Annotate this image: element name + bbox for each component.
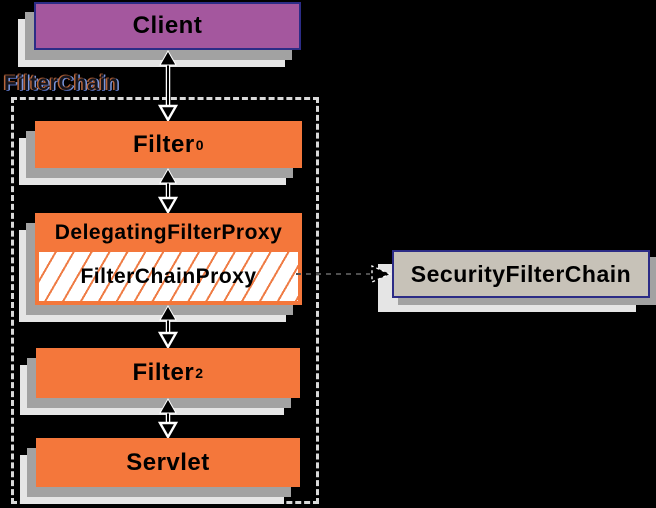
client-label: Client: [132, 12, 203, 39]
filter-chain-proxy-label: FilterChainProxy: [80, 264, 257, 288]
filterchain-label: FilterChain: [4, 72, 120, 95]
filter0-label: Filter: [133, 130, 195, 158]
security-filter-chain-label: SecurityFilterChain: [410, 260, 632, 287]
security-filter-chain-dashed-arrow-icon: [296, 264, 392, 284]
servlet-box: Servlet: [36, 438, 300, 487]
client-box: Client: [34, 2, 301, 50]
filter0-dfp-bidirectional-arrow-icon: [157, 168, 179, 213]
filter-chain-proxy-box: FilterChainProxy: [39, 252, 298, 301]
servlet-label: Servlet: [126, 448, 210, 476]
delegating-filter-proxy-box: DelegatingFilterProxy FilterChainProxy: [35, 213, 302, 305]
delegating-filter-proxy-label: DelegatingFilterProxy: [54, 220, 283, 244]
filterchain-container: [11, 97, 319, 504]
filter2-servlet-bidirectional-arrow-icon: [157, 398, 179, 438]
dfp-filter2-bidirectional-arrow-icon: [157, 305, 179, 348]
security-filter-chain-box: SecurityFilterChain: [392, 250, 650, 298]
filter2-label: Filter: [132, 359, 195, 386]
client-filter0-bidirectional-arrow-icon: [157, 50, 179, 121]
